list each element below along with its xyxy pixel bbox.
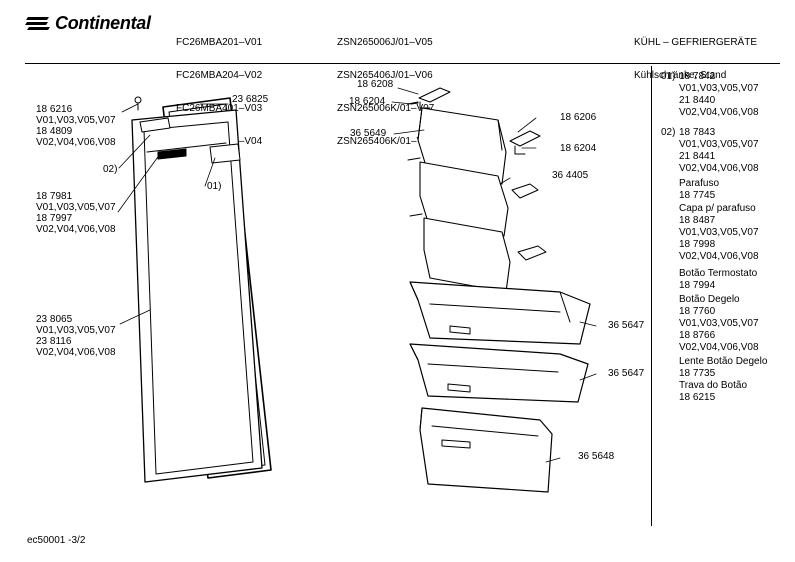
category-subtitle: Kühlschränke, Stand: [634, 70, 727, 81]
model-list-2: ZSN265006J/01–V05 ZSN265406J/01–V06 ZSN2…: [337, 15, 434, 158]
model-code: FC26MBA204–V02: [176, 70, 263, 81]
hinge-bracket-right: [510, 131, 540, 154]
parts-entry-lente: Lente Botão Degelo 18 7735 Trava do Botã…: [679, 356, 768, 403]
crisper-drawer: [420, 408, 552, 492]
model-code: FC26MBA201–V01: [176, 37, 263, 48]
label-01: 01): [207, 181, 222, 192]
label-36-5649: 36 5649: [350, 128, 387, 139]
category: KÜHL – GEFRIERGERÄTE Kühlschränke, Stand: [634, 15, 757, 92]
label-36-4405: 36 4405: [552, 170, 589, 181]
label-36-5647-lower: 36 5647: [608, 368, 645, 379]
parts-entry-capa: Capa p/ parafuso 18 8487 V01,V03,V05,V07…: [679, 203, 759, 262]
label-18-6204-right: 18 6204: [560, 143, 597, 154]
door-bin: [408, 102, 506, 184]
screw: [135, 97, 141, 110]
brand-logo-icon: [25, 17, 50, 30]
label-36-5647-upper: 36 5647: [608, 320, 645, 331]
parts-entry-parafuso: Parafuso 18 7745: [679, 178, 720, 201]
door-panel: [132, 110, 262, 482]
model-code: ZSN265006J/01–V05: [337, 37, 433, 48]
parts-entry-termostato: Botão Termostato 18 7994: [679, 268, 758, 291]
parts-entry-01: 18 7842 V01,V03,V05,V07 21 8440 V02,V04,…: [679, 71, 759, 118]
model-code: ZSN265406K/01–V08: [337, 136, 435, 147]
model-code: ZSN265406J/01–V06: [337, 70, 433, 81]
header-rule: [25, 63, 780, 64]
label-18-6206: 18 6206: [560, 112, 597, 123]
label-18-6204-top: 18 6204: [349, 96, 386, 107]
brand-name: Continental: [55, 12, 151, 33]
crisper-drawer: [410, 344, 588, 402]
parts-marker-01: 01): [661, 71, 676, 82]
crisper-drawer: [410, 282, 590, 344]
drawing-code: ec50001 -3/2: [27, 535, 86, 546]
category-title: KÜHL – GEFRIERGERÄTE: [634, 37, 757, 48]
label-18-7981: 18 7981 V01,V03,V05,V07 18 7997 V02,V04,…: [36, 191, 116, 235]
door-bin: [410, 214, 546, 292]
label-23-8065: 23 8065 V01,V03,V05,V07 23 8116 V02,V04,…: [36, 314, 116, 358]
brand-logo: Continental: [25, 12, 151, 34]
label-23-6825: 23 6825: [232, 94, 269, 105]
model-code: ZSN265006K/01–V07: [337, 103, 435, 114]
parts-entry-02: 18 7843 V01,V03,V05,V07 21 8441 V02,V04,…: [679, 127, 759, 174]
label-18-6208: 18 6208: [357, 79, 394, 90]
label-02: 02): [103, 164, 118, 175]
door-bin: [408, 158, 538, 236]
parts-entry-degelo: Botão Degelo 18 7760 V01,V03,V05,V07 18 …: [679, 294, 759, 353]
parts-list-divider: [651, 66, 652, 526]
parts-marker-02: 02): [661, 127, 676, 138]
hinge-bracket-left: [411, 88, 450, 108]
model-code: FC26MBA401–V03: [176, 103, 263, 114]
label-36-5648: 36 5648: [578, 451, 615, 462]
label-18-6216: 18 6216 V01,V03,V05,V07 18 4809 V02,V04,…: [36, 104, 116, 148]
